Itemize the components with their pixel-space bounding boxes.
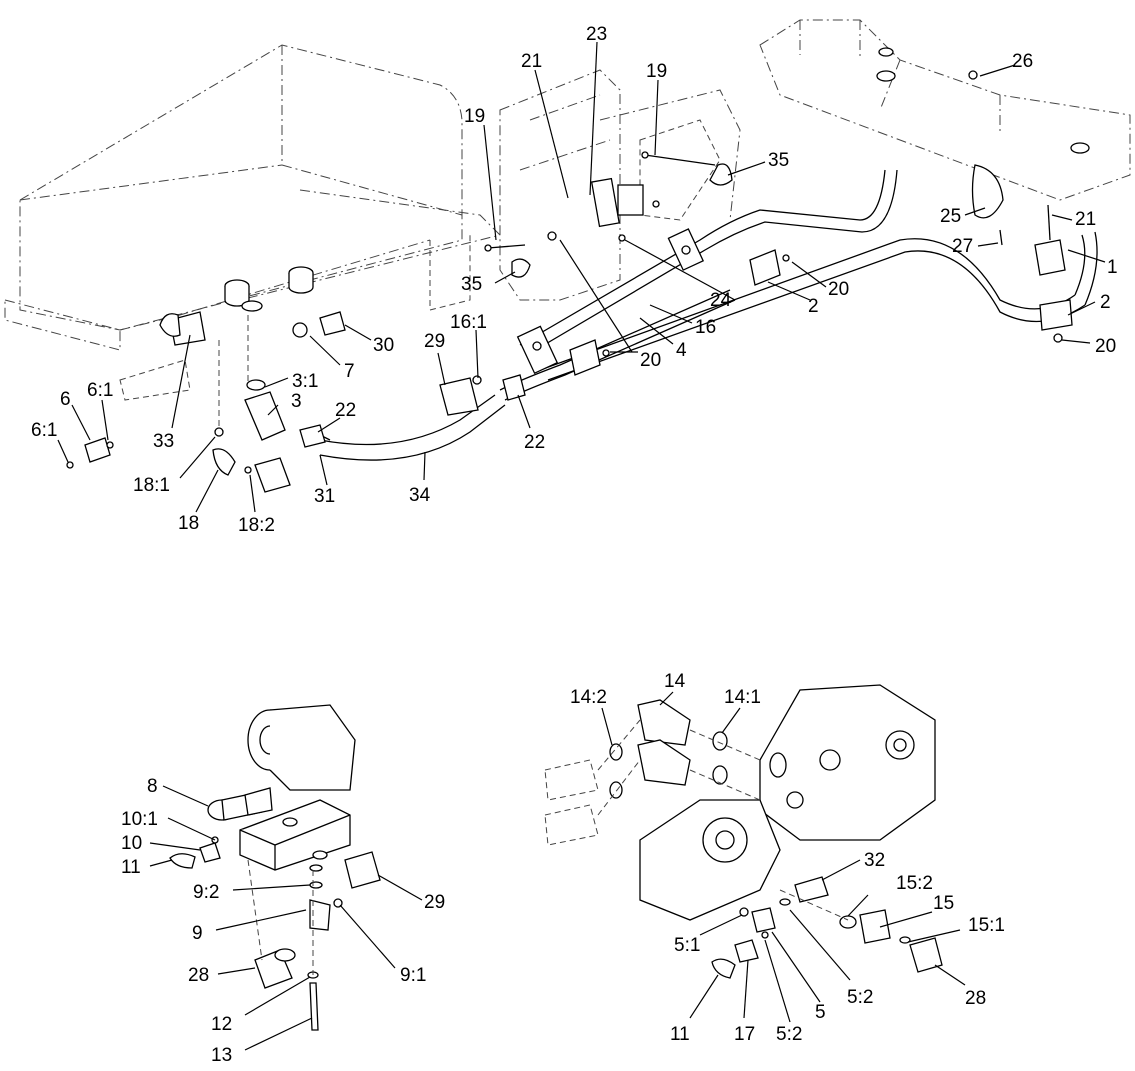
callout-29: 29 <box>424 331 445 352</box>
callout-34: 34 <box>409 485 431 506</box>
leader-lines <box>57 41 1106 1051</box>
callout-5-2: 5:2 <box>776 1024 802 1045</box>
callout-8: 8 <box>147 776 158 797</box>
callout-25: 25 <box>940 206 961 227</box>
valve-block-assembly <box>169 704 381 1031</box>
callout-16-1: 16:1 <box>450 312 487 333</box>
callout-labels: 23 21 19 19 26 35 25 21 27 1 20 2 2 20 2… <box>31 24 1118 1066</box>
callout-11: 11 <box>121 857 141 878</box>
callout-3: 3 <box>291 391 302 412</box>
callout-12: 12 <box>211 1014 232 1035</box>
callout-28: 28 <box>188 965 209 986</box>
callout-7: 7 <box>344 361 355 382</box>
callout-5-1: 5:1 <box>674 935 700 956</box>
callout-1: 1 <box>1107 257 1118 278</box>
frame-outline-left <box>4 44 501 401</box>
callout-2: 2 <box>808 296 819 317</box>
callout-14-1: 14:1 <box>724 687 761 708</box>
callout-23: 23 <box>586 24 607 45</box>
callout-24: 24 <box>710 290 732 311</box>
callout-20: 20 <box>1095 336 1116 357</box>
callout-14-2: 14:2 <box>570 687 607 708</box>
callout-15: 15 <box>933 893 954 914</box>
callout-4: 4 <box>676 340 687 361</box>
callout-9-2: 9:2 <box>193 882 219 903</box>
frame-outline-right <box>759 19 1131 201</box>
callout-22: 22 <box>335 400 356 421</box>
callout-6: 6 <box>60 389 71 410</box>
callout-18: 18 <box>178 513 199 534</box>
callout-16: 16 <box>695 317 716 338</box>
callout-33: 33 <box>153 431 174 452</box>
callout-28: 28 <box>965 988 986 1009</box>
callout-2: 2 <box>1100 292 1111 313</box>
callout-19: 19 <box>464 106 485 127</box>
tank-cups <box>224 266 314 312</box>
callout-9-1: 9:1 <box>400 965 426 986</box>
callout-29: 29 <box>424 892 445 913</box>
callout-21: 21 <box>521 51 542 72</box>
callout-14: 14 <box>664 671 686 692</box>
callout-31: 31 <box>314 486 335 507</box>
callout-20: 20 <box>828 279 849 300</box>
callout-15-1: 15:1 <box>968 915 1005 936</box>
callout-32: 32 <box>864 850 885 871</box>
callout-26: 26 <box>1012 51 1033 72</box>
callout-30: 30 <box>373 335 394 356</box>
callout-17: 17 <box>734 1024 755 1045</box>
tube-clamps <box>516 177 1073 376</box>
callout-9: 9 <box>192 923 203 944</box>
callout-15-2: 15:2 <box>896 873 933 894</box>
callout-10-1: 10:1 <box>121 809 158 830</box>
callout-11: 11 <box>670 1024 690 1045</box>
pump-assembly <box>544 684 943 979</box>
fittings-upper-left <box>66 311 526 493</box>
upper-hardware <box>484 70 1063 357</box>
callout-21: 21 <box>1075 209 1096 230</box>
callout-19: 19 <box>646 61 667 82</box>
callout-5-2: 5:2 <box>847 987 873 1008</box>
callout-6-1: 6:1 <box>87 380 113 401</box>
callout-27: 27 <box>952 236 973 257</box>
callout-3-1: 3:1 <box>292 371 318 392</box>
callout-13: 13 <box>211 1045 232 1066</box>
callout-20: 20 <box>640 350 661 371</box>
callout-18-2: 18:2 <box>238 515 275 536</box>
callout-6-1: 6:1 <box>31 420 57 441</box>
callout-10: 10 <box>121 833 142 854</box>
callout-18-1: 18:1 <box>133 475 170 496</box>
callout-35: 35 <box>768 150 789 171</box>
callout-22: 22 <box>524 432 545 453</box>
callout-35: 35 <box>461 274 482 295</box>
callout-5: 5 <box>815 1002 826 1023</box>
